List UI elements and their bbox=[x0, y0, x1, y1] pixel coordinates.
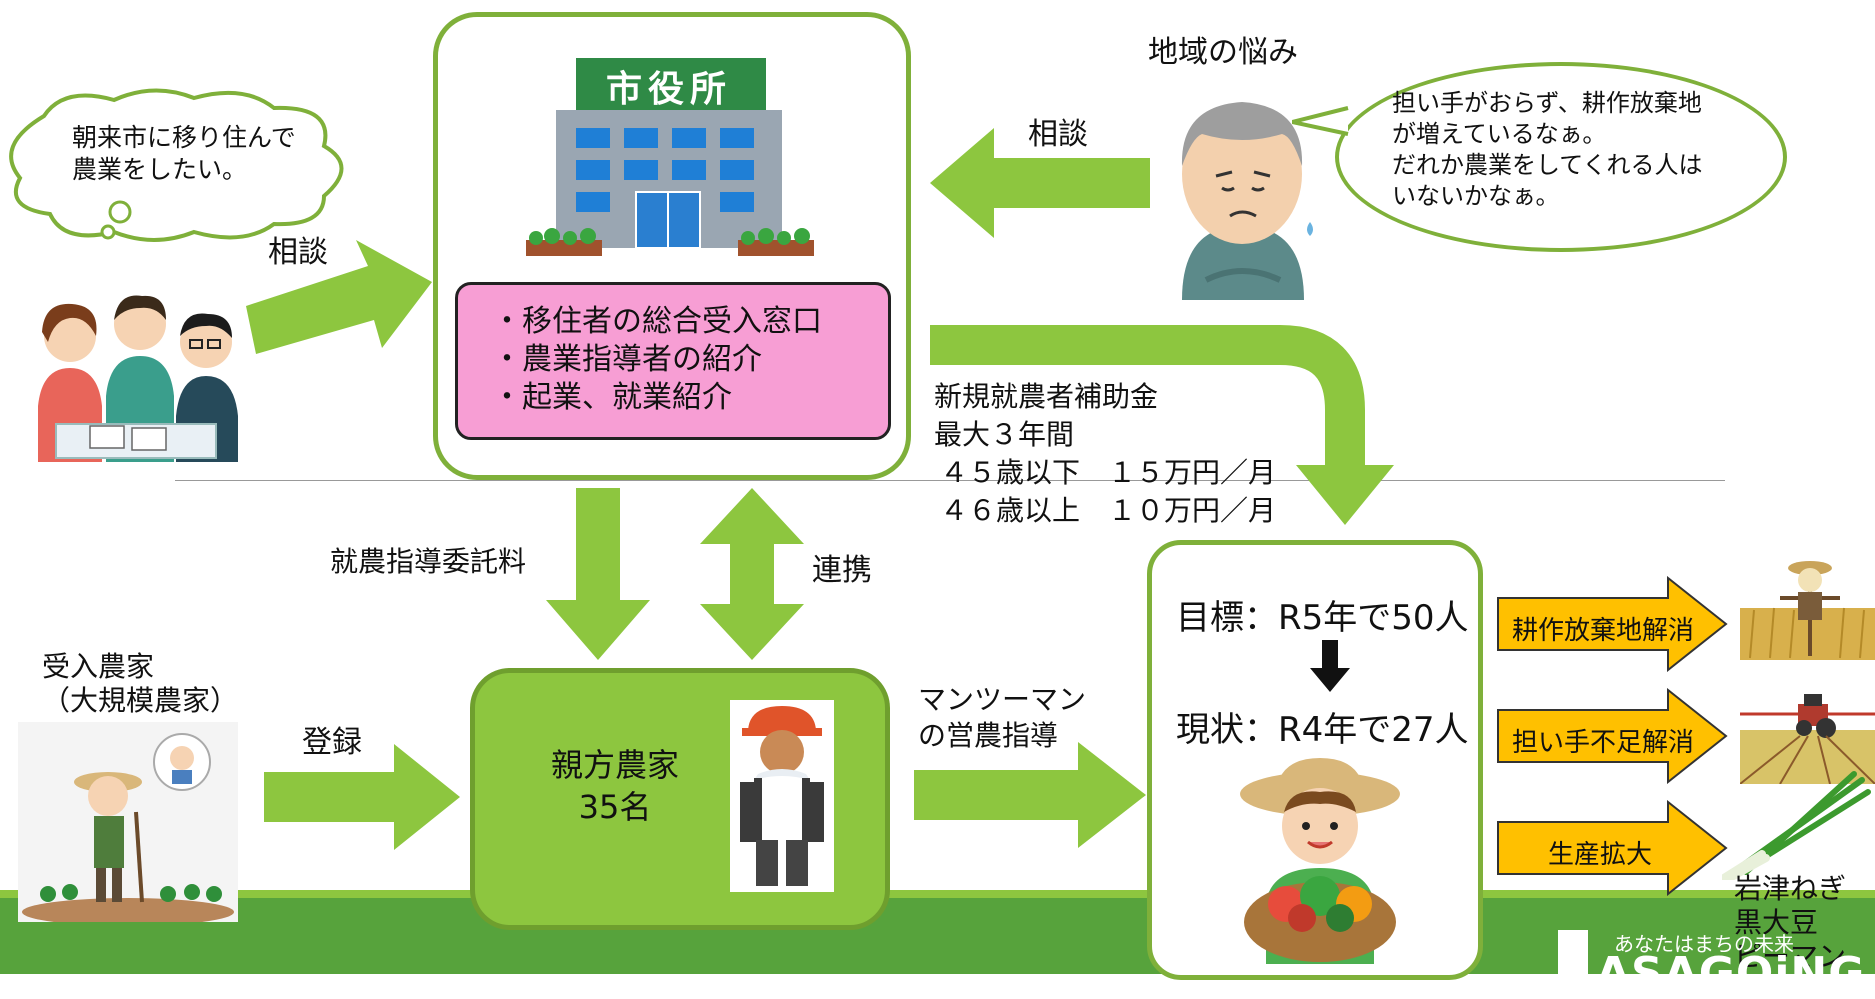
outcome-label-3: 生産拡大 bbox=[1548, 840, 1653, 870]
host-farm-line1: 受入農家 bbox=[42, 650, 155, 683]
green-onion-icon bbox=[1722, 771, 1871, 880]
consultation-people-icon bbox=[38, 295, 238, 462]
service-item-1: ・移住者の総合受入窓口 bbox=[492, 304, 822, 339]
product-3: ピーマン bbox=[1734, 940, 1847, 973]
mentoring-line2: の営農指導 bbox=[918, 719, 1059, 752]
products-list: 岩津ねぎ 黒大豆 ピーマン bbox=[1734, 872, 1846, 974]
tractor-field-icon bbox=[1740, 674, 1875, 784]
subsidy-curve-arrow bbox=[930, 325, 1394, 525]
speech-elder-line1: 担い手がおらず、耕作放棄地 bbox=[1392, 89, 1702, 117]
service-item-3: ・起業、就業紹介 bbox=[492, 380, 732, 415]
speech-newcomer: 朝来市に移り住んで 農業をしたい。 bbox=[72, 122, 296, 186]
outcome-label-2: 担い手不足解消 bbox=[1512, 728, 1695, 758]
footer-band bbox=[0, 898, 1875, 974]
divider-line bbox=[175, 480, 1725, 481]
regional-worry-title: 地域の悩み bbox=[1148, 35, 1298, 70]
speech-elder: 担い手がおらず、耕作放棄地 が増えているなぁ。 だれか農業をしてくれる人は いな… bbox=[1392, 88, 1703, 212]
subsidy-row2: ４６歳以上 １０万円／月 bbox=[940, 494, 1277, 527]
speech-elder-line3: だれか農業をしてくれる人は bbox=[1392, 151, 1703, 179]
outcome-arrow-2 bbox=[1497, 688, 1728, 784]
speech-newcomer-line2: 農業をしたい。 bbox=[72, 155, 248, 184]
subsidy-title: 新規就農者補助金 bbox=[934, 380, 1159, 413]
mentoring-arrow bbox=[914, 742, 1146, 848]
thought-bubble-dots-icon bbox=[100, 200, 132, 240]
mentoring-line1: マンツーマン bbox=[918, 683, 1087, 716]
down-arrow-icon bbox=[1310, 640, 1350, 692]
product-2: 黒大豆 bbox=[1734, 906, 1819, 939]
register-label: 登録 bbox=[302, 725, 362, 760]
oyakata-title: 親方農家 bbox=[550, 746, 679, 784]
city-services-box: ・移住者の総合受入窓口 ・農業指導者の紹介 ・起業、就業紹介 bbox=[455, 282, 891, 440]
footer-accent-band bbox=[0, 890, 1875, 900]
footer-logo: ASAGOiNG bbox=[1596, 948, 1866, 999]
subsidy-period: 最大３年間 bbox=[934, 418, 1075, 451]
footer-slogan: あなたはまちの未来 bbox=[1614, 932, 1794, 956]
service-item-2: ・農業指導者の紹介 bbox=[492, 342, 762, 377]
outcome-arrow-3 bbox=[1497, 800, 1728, 896]
worried-elder-icon bbox=[1181, 102, 1313, 300]
city-office-sign: 市役所 bbox=[605, 69, 732, 110]
host-farm-label: 受入農家 （大規模農家） bbox=[42, 650, 238, 718]
consult-left-label: 相談 bbox=[268, 235, 328, 270]
young-farmer-icon bbox=[1240, 758, 1400, 964]
farmer-icon bbox=[18, 722, 238, 922]
footer-logo-mark bbox=[1558, 930, 1588, 974]
consult-left-arrow bbox=[246, 240, 432, 354]
subsidy-info: 新規就農者補助金 最大３年間 ４５歳以下 １５万円／月 ４６歳以上 １０万円／月 bbox=[934, 378, 1276, 530]
current-text: 現状：R4年で27人 bbox=[1176, 710, 1469, 750]
product-1: 岩津ねぎ bbox=[1734, 872, 1847, 905]
elder-bubble-tail bbox=[1292, 106, 1349, 136]
host-farm-line2: （大規模農家） bbox=[42, 684, 239, 717]
consult-right-label: 相談 bbox=[1028, 117, 1088, 152]
target-text: 目標：R5年で50人 bbox=[1176, 598, 1469, 638]
mentoring-label: マンツーマン の営農指導 bbox=[918, 682, 1086, 754]
speech-elder-line4: いないかなぁ。 bbox=[1392, 182, 1560, 210]
fee-down-arrow bbox=[546, 488, 650, 660]
thought-bubble-icon bbox=[9, 88, 344, 242]
speech-newcomer-line1: 朝来市に移り住んで bbox=[72, 123, 296, 152]
oyakata-count: 35名 bbox=[578, 788, 652, 826]
subsidy-row1: ４５歳以下 １５万円／月 bbox=[940, 456, 1277, 489]
cooperation-updown-arrow bbox=[700, 488, 804, 660]
city-hall-icon bbox=[526, 58, 814, 256]
mentor-farmer-icon bbox=[730, 700, 834, 892]
outcome-arrow-1 bbox=[1497, 576, 1728, 672]
speech-elder-line2: が増えているなぁ。 bbox=[1392, 120, 1607, 148]
consult-right-arrow bbox=[930, 128, 1150, 238]
cooperation-label: 連携 bbox=[812, 553, 872, 588]
register-arrow bbox=[264, 744, 460, 850]
oyakata-text: 親方農家 35名 bbox=[500, 744, 730, 828]
fee-label: 就農指導委託料 bbox=[330, 545, 527, 578]
elder-speech-bubble bbox=[1335, 62, 1787, 252]
scarecrow-field-icon bbox=[1740, 548, 1875, 660]
outcome-label-1: 耕作放棄地解消 bbox=[1512, 616, 1695, 646]
